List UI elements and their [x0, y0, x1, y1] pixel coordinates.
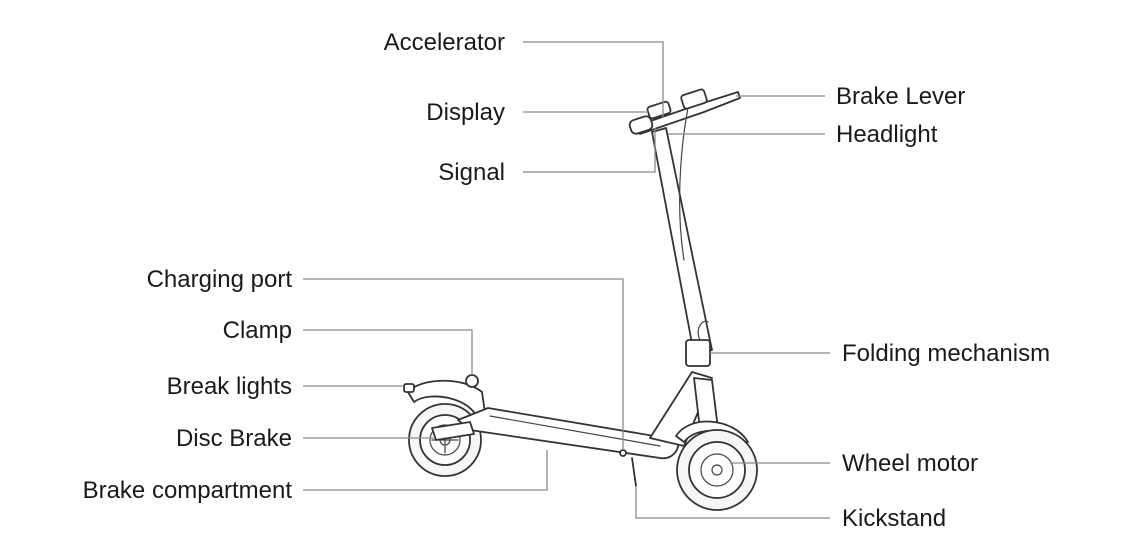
kickstand-leader [635, 486, 830, 519]
disc-brake-arm [431, 421, 475, 441]
label-signal: Signal [438, 159, 505, 186]
label-charging-port: Charging port [147, 266, 293, 293]
accelerator-leader [523, 41, 664, 118]
folding-lock [685, 339, 711, 367]
front-wheel [676, 429, 758, 511]
label-headlight: Headlight [836, 121, 938, 148]
label-clamp: Clamp [223, 317, 292, 344]
kickstand-leg [631, 457, 637, 487]
label-brake-lever: Brake Lever [836, 83, 965, 110]
labels: Accelerator Display Signal Brake Lever H… [83, 29, 1051, 532]
label-display: Display [426, 99, 505, 126]
deck [457, 407, 680, 460]
scooter-illustration [403, 88, 758, 511]
leader-lines [303, 41, 830, 519]
clamp-leader [303, 329, 473, 375]
label-kickstand: Kickstand [842, 505, 946, 532]
label-wheel-motor: Wheel motor [842, 450, 978, 477]
label-break-lights: Break lights [167, 373, 292, 400]
label-accelerator: Accelerator [384, 29, 505, 56]
brake-light [403, 383, 415, 393]
label-disc-brake: Disc Brake [176, 425, 292, 452]
clamp-knob [465, 374, 479, 388]
display-unit [646, 100, 672, 120]
label-folding-mechanism: Folding mechanism [842, 340, 1050, 367]
brake-compartment-leader [303, 450, 548, 491]
charging-port-socket [619, 449, 627, 457]
label-brake-compartment: Brake compartment [83, 477, 293, 504]
left-grip [628, 115, 654, 135]
brake-lever-block [680, 88, 708, 110]
signal-leader [523, 128, 656, 173]
charging-port-leader [303, 278, 624, 450]
